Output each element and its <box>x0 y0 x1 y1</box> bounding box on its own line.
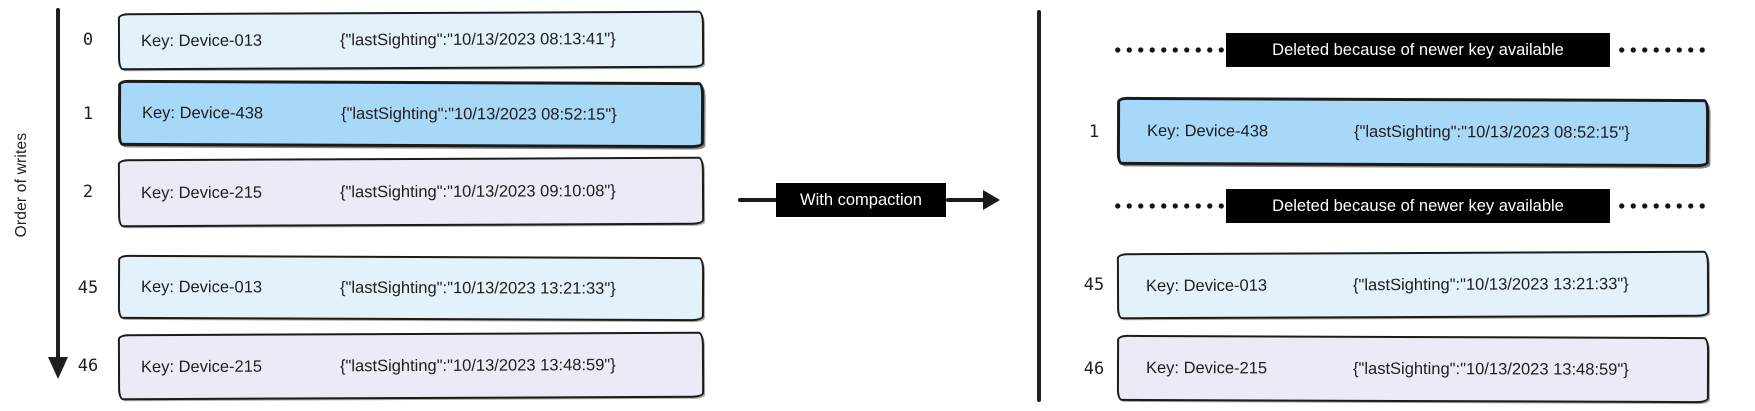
entry-key: Key: Device-013 <box>140 277 263 296</box>
arrow-down-icon <box>48 357 68 379</box>
log-entry-box: Key: Device-215 {"lastSighting":"10/13/2… <box>117 156 705 228</box>
entry-key: Key: Device-013 <box>1145 276 1268 295</box>
entry-key: Key: Device-215 <box>140 183 263 202</box>
order-of-writes-arrow-shaft <box>56 8 60 360</box>
entry-value: {"lastSighting":"10/13/2023 08:13:41"} <box>339 30 616 50</box>
order-of-writes-axis-label: Order of writes <box>13 132 30 238</box>
row-index: 0 <box>82 30 94 50</box>
entry-key: Key: Device-438 <box>141 103 264 122</box>
entry-key: Key: Device-215 <box>140 357 263 376</box>
log-entry-box: Key: Device-013 {"lastSighting":"10/13/2… <box>1116 250 1710 320</box>
row-index: 46 <box>77 356 99 376</box>
entry-key: Key: Device-215 <box>1145 358 1268 377</box>
entry-value: {"lastSighting":"10/13/2023 13:48:59"} <box>339 355 616 375</box>
row-index: 2 <box>82 182 94 202</box>
deleted-marker-label: Deleted because of newer key available <box>1226 33 1610 67</box>
dotted-line <box>1112 203 1226 209</box>
row-index: 46 <box>1083 359 1105 379</box>
entry-key: Key: Device-013 <box>140 31 263 51</box>
with-compaction-label: With compaction <box>776 183 946 217</box>
entry-value: {"lastSighting":"10/13/2023 08:52:15"} <box>340 104 617 124</box>
dotted-line <box>1112 47 1226 53</box>
log-entry-box: Key: Device-215 {"lastSighting":"10/13/2… <box>117 331 705 401</box>
row-index: 45 <box>77 278 99 298</box>
arrow-head-line <box>946 198 986 202</box>
entry-value: {"lastSighting":"10/13/2023 09:10:08"} <box>339 181 616 201</box>
row-index: 1 <box>82 104 94 124</box>
entry-value: {"lastSighting":"10/13/2023 13:21:33"} <box>1352 274 1629 294</box>
row-index: 1 <box>1088 122 1100 142</box>
entry-key: Key: Device-438 <box>1146 121 1269 140</box>
dotted-line <box>1616 203 1710 209</box>
log-entry-box: Key: Device-438 {"lastSighting":"10/13/2… <box>1116 96 1710 168</box>
entry-value: {"lastSighting":"10/13/2023 13:21:33"} <box>339 278 616 298</box>
arrow-tail-line <box>738 198 778 202</box>
entry-value: {"lastSighting":"10/13/2023 08:52:15"} <box>1353 122 1630 142</box>
row-index: 45 <box>1083 275 1105 295</box>
log-entry-box: Key: Device-013 {"lastSighting":"10/13/2… <box>117 254 705 322</box>
log-entry-box: Key: Device-215 {"lastSighting":"10/13/2… <box>1116 334 1710 404</box>
log-entry-box: Key: Device-013 {"lastSighting":"10/13/2… <box>117 10 705 71</box>
dotted-line <box>1616 47 1710 53</box>
compacted-log-divider-line <box>1037 10 1041 402</box>
deleted-marker-label: Deleted because of newer key available <box>1226 189 1610 223</box>
arrow-right-icon <box>983 190 1000 210</box>
entry-value: {"lastSighting":"10/13/2023 13:48:59"} <box>1352 359 1629 379</box>
log-entry-box: Key: Device-438 {"lastSighting":"10/13/2… <box>117 79 705 149</box>
